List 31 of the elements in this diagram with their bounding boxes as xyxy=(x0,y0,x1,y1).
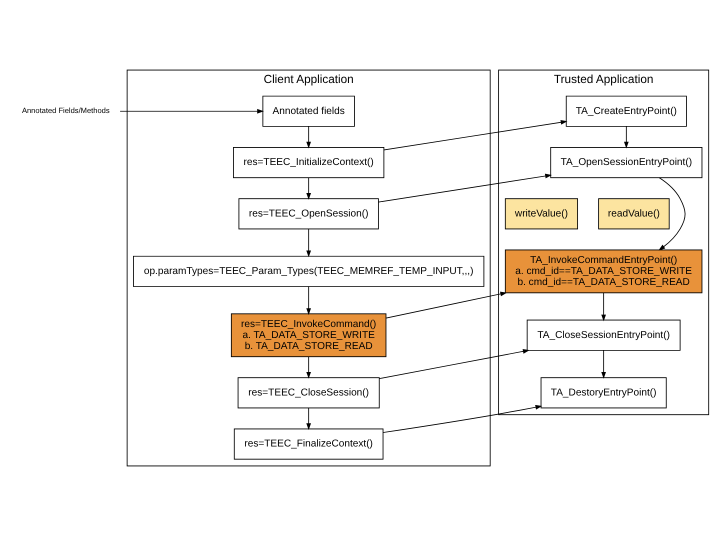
node-box: readValue() xyxy=(598,198,670,230)
node-box: res=TEEC_OpenSession() xyxy=(238,198,379,230)
node-box: TA_InvokeCommandEntryPoint() a. cmd_id==TA_DATA_STORE_WRITE b. cmd_id==TA_DATA_STORE_READ xyxy=(504,250,702,294)
node-box: res=TEEC_FinalizeContext() xyxy=(234,428,384,460)
node-box: res=TEEC_InitializeContext() xyxy=(233,146,384,178)
arrow xyxy=(658,177,686,250)
node-box: TA_DestoryEntryPoint() xyxy=(540,377,667,408)
arrow xyxy=(384,120,568,150)
arrow xyxy=(306,126,312,148)
arrow xyxy=(306,356,312,379)
arrow xyxy=(306,408,312,430)
arrow xyxy=(306,286,312,315)
node-box: Annotated fields xyxy=(262,96,355,127)
node-box: TA_OpenSessionEntryPoint() xyxy=(550,146,702,178)
node-box: TA_CloseSessionEntryPoint() xyxy=(526,320,681,351)
arrow xyxy=(382,404,542,433)
arrow xyxy=(386,292,508,318)
arrow xyxy=(601,292,606,322)
arrow xyxy=(624,126,629,148)
arrow xyxy=(306,177,312,200)
arrow xyxy=(378,174,552,202)
node-box: res=TEEC_CloseSession() xyxy=(238,377,380,408)
node-box: op.paramTypes=TEEC_Param_Types(TEEC_MEMREF_TEMP_INPUT,,,) xyxy=(133,256,484,287)
arrow xyxy=(120,108,264,114)
node-text: Annotated Fields/Methods xyxy=(22,106,110,116)
node-box: res=TEEC_InvokeCommand() a. TA_DATA_STORE_WRITE b. TA_DATA_STORE_READ xyxy=(230,313,386,358)
arrow xyxy=(306,228,312,258)
arrow xyxy=(378,349,530,380)
node-box: writeValue() xyxy=(504,198,578,230)
node-box: TA_CreateEntryPoint() xyxy=(566,96,687,127)
arrow xyxy=(601,350,606,379)
